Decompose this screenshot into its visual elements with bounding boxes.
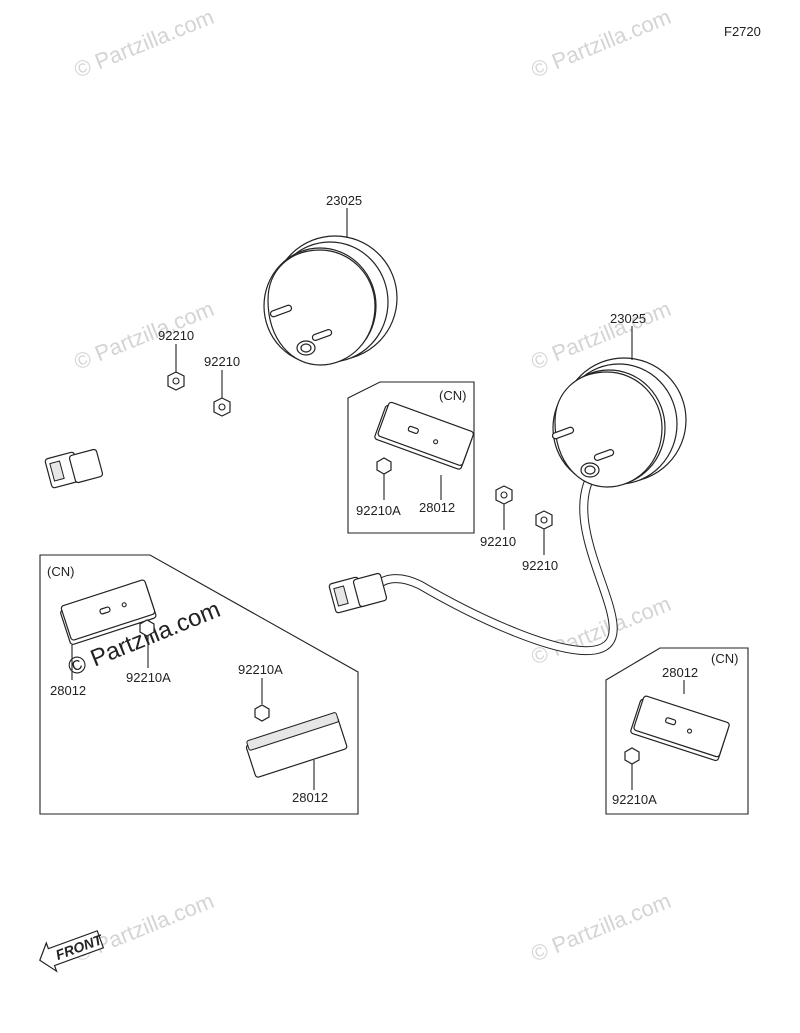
lamp-right: 23025 [328, 311, 687, 656]
connector-left [44, 448, 104, 489]
part-label-92210A: 92210A [126, 670, 171, 685]
watermark: © Partzilla.com [528, 888, 675, 967]
cn-tag: (CN) [47, 564, 74, 579]
part-label-92210: 92210 [204, 354, 240, 369]
cn-tag: (CN) [711, 651, 738, 666]
part-label-92210A: 92210A [356, 503, 401, 518]
part-label-92210: 92210 [522, 558, 558, 573]
part-label-92210A: 92210A [612, 792, 657, 807]
front-arrow: FRONT [39, 930, 106, 973]
part-label-92210: 92210 [480, 534, 516, 549]
part-label-92210A: 92210A [238, 662, 283, 677]
cn-box-left: (CN) 28012 92210A 92210A 28012 [39, 554, 359, 815]
nut-92210-left-2: 92210 [204, 354, 240, 417]
part-label-28012: 28012 [419, 500, 455, 515]
watermark: © Partzilla.com [71, 4, 218, 83]
cn-tag: (CN) [439, 388, 466, 403]
part-label-28012: 28012 [662, 665, 698, 680]
nut-92210-right-1: 92210 [480, 485, 516, 549]
part-label-23025: 23025 [610, 311, 646, 326]
lamp-left: 23025 [44, 193, 398, 549]
cn-box-right: (CN) 28012 92210A [605, 647, 749, 815]
watermark: © Partzilla.com [528, 591, 675, 670]
part-label-92210: 92210 [158, 328, 194, 343]
watermark: © Partzilla.com [71, 888, 218, 967]
nut-92210-left-1: 92210 [158, 328, 194, 391]
nut-92210-right-2: 92210 [522, 510, 558, 573]
part-label-23025: 23025 [326, 193, 362, 208]
figure-code: F2720 [724, 24, 761, 39]
part-label-28012: 28012 [292, 790, 328, 805]
part-label-28012: 28012 [50, 683, 86, 698]
cn-box-center: (CN) 92210A 28012 [347, 381, 475, 534]
connector-right [328, 572, 388, 614]
watermark: © Partzilla.com [528, 4, 675, 83]
watermark: © Partzilla.com [71, 296, 218, 375]
